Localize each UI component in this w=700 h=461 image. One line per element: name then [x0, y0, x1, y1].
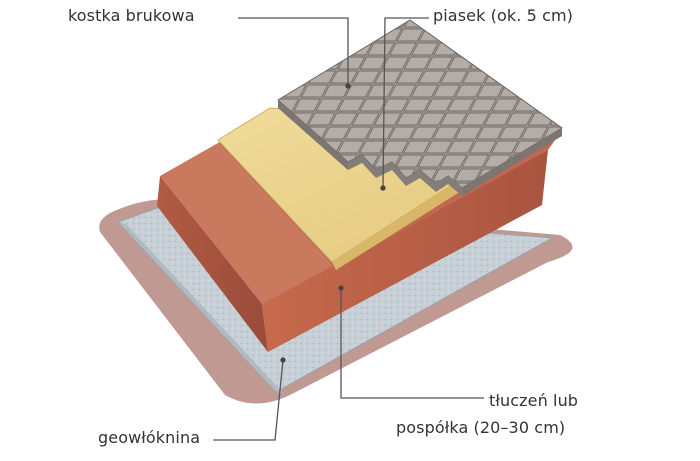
leader-tluczen-dot	[338, 285, 344, 291]
leader-geo	[213, 359, 284, 441]
gravel-block-left-face	[160, 143, 335, 304]
leader-piasek-dot	[380, 185, 386, 191]
gravel-block-front-face	[262, 150, 548, 352]
label-gravel-line1: tłuczeń lub	[489, 391, 579, 410]
label-gravel-line2: pospółka (20–30 cm)	[396, 418, 566, 437]
leader-kostka-dot	[345, 83, 351, 89]
leader-lines	[213, 17, 484, 441]
leader-tluczen	[340, 288, 484, 399]
leader-piasek	[382, 17, 429, 189]
label-sand: piasek (ok. 5 cm)	[433, 6, 573, 25]
label-geotextile: geowłóknina	[98, 428, 201, 447]
leader-kostka	[238, 17, 349, 86]
leader-geo-dot	[280, 357, 286, 363]
label-paving-stones: kostka brukowa	[68, 6, 195, 25]
